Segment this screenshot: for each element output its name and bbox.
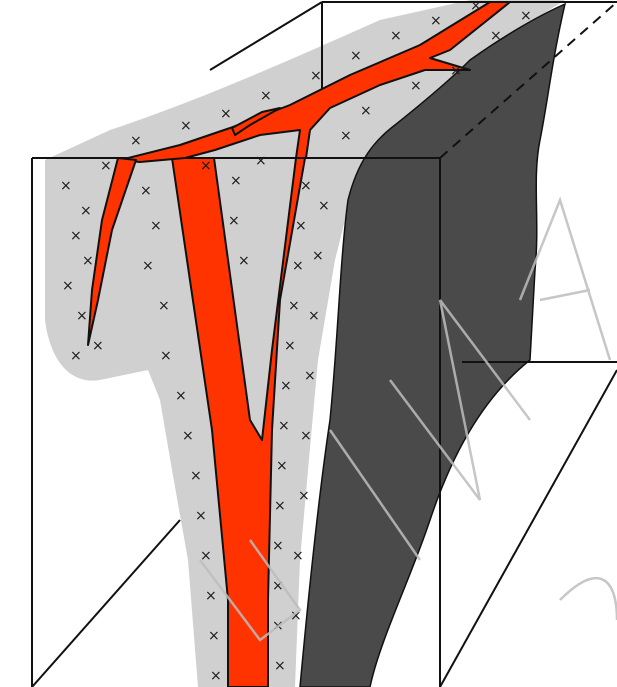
svg-text:×: × [210, 668, 222, 684]
svg-text:×: × [195, 508, 207, 524]
svg-text:×: × [350, 48, 362, 64]
svg-text:×: × [142, 258, 154, 274]
svg-text:×: × [76, 308, 88, 324]
svg-text:×: × [230, 173, 242, 189]
svg-text:×: × [284, 338, 296, 354]
svg-text:×: × [190, 468, 202, 484]
svg-text:×: × [200, 158, 212, 174]
svg-text:×: × [300, 178, 312, 194]
svg-text:×: × [280, 378, 292, 394]
svg-text:×: × [70, 348, 82, 364]
svg-text:×: × [310, 68, 322, 84]
svg-text:×: × [70, 228, 82, 244]
svg-text:×: × [180, 118, 192, 134]
svg-text:×: × [150, 218, 162, 234]
svg-text:×: × [130, 133, 142, 149]
svg-text:×: × [175, 388, 187, 404]
svg-text:×: × [260, 88, 272, 104]
svg-text:×: × [450, 63, 462, 79]
svg-text:×: × [272, 538, 284, 554]
svg-text:×: × [360, 103, 372, 119]
svg-text:×: × [158, 298, 170, 314]
svg-text:×: × [238, 253, 250, 269]
svg-text:×: × [62, 278, 74, 294]
svg-text:×: × [140, 183, 152, 199]
svg-text:×: × [100, 158, 112, 174]
svg-text:×: × [274, 498, 286, 514]
svg-text:×: × [308, 308, 320, 324]
svg-text:×: × [60, 178, 72, 194]
svg-text:×: × [205, 588, 217, 604]
svg-text:×: × [220, 106, 232, 122]
svg-text:×: × [80, 203, 92, 219]
svg-text:×: × [160, 348, 172, 364]
svg-text:×: × [430, 13, 442, 29]
svg-text:×: × [295, 218, 307, 234]
svg-text:×: × [312, 248, 324, 264]
svg-text:×: × [304, 368, 316, 384]
svg-text:×: × [288, 298, 300, 314]
svg-text:×: × [278, 418, 290, 434]
svg-text:×: × [318, 198, 330, 214]
svg-text:×: × [182, 428, 194, 444]
svg-text:×: × [292, 548, 304, 564]
svg-text:×: × [276, 458, 288, 474]
svg-text:×: × [390, 28, 402, 44]
svg-text:×: × [228, 213, 240, 229]
svg-text:×: × [274, 658, 286, 674]
svg-text:×: × [255, 153, 267, 169]
svg-text:×: × [292, 258, 304, 274]
svg-text:×: × [208, 628, 220, 644]
svg-text:×: × [82, 253, 94, 269]
svg-text:×: × [490, 28, 502, 44]
svg-text:×: × [410, 78, 422, 94]
svg-text:×: × [520, 8, 532, 24]
svg-text:×: × [92, 338, 104, 354]
svg-text:×: × [340, 128, 352, 144]
svg-text:×: × [298, 488, 310, 504]
svg-text:×: × [300, 428, 312, 444]
svg-text:×: × [470, 0, 482, 14]
